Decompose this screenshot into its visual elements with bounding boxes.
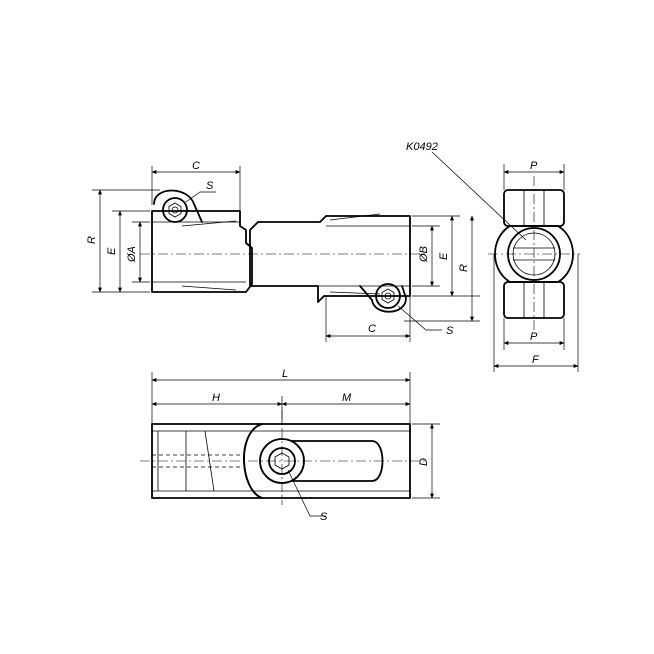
dim-label-p-top: P [530,160,538,172]
dim-label-l: L [282,368,288,380]
side-view [431,151,580,372]
dim-label-r-right: R [458,264,470,272]
dim-label-h: H [212,392,220,404]
article-code: K0492 [406,141,438,153]
dim-label-m: M [342,392,352,404]
dim-label-s-top: S [206,180,214,192]
dim-label-e-right: E [438,252,450,260]
top-view [140,372,440,517]
front-view [92,166,480,342]
dim-label-s-plan: S [320,511,328,523]
dim-label-a: ØA [126,246,138,263]
dim-label-r-left: R [86,236,98,244]
dim-label-c-bottom: C [368,323,376,335]
dim-label-p-bottom: P [530,331,538,343]
dim-label-b: ØB [418,246,430,263]
dim-label-s-bottom: S [446,325,454,337]
dim-label-e-left: E [106,247,118,255]
dim-label-c-top: C [192,160,200,172]
dim-label-d: D [418,458,430,466]
dim-label-f: F [532,354,540,366]
